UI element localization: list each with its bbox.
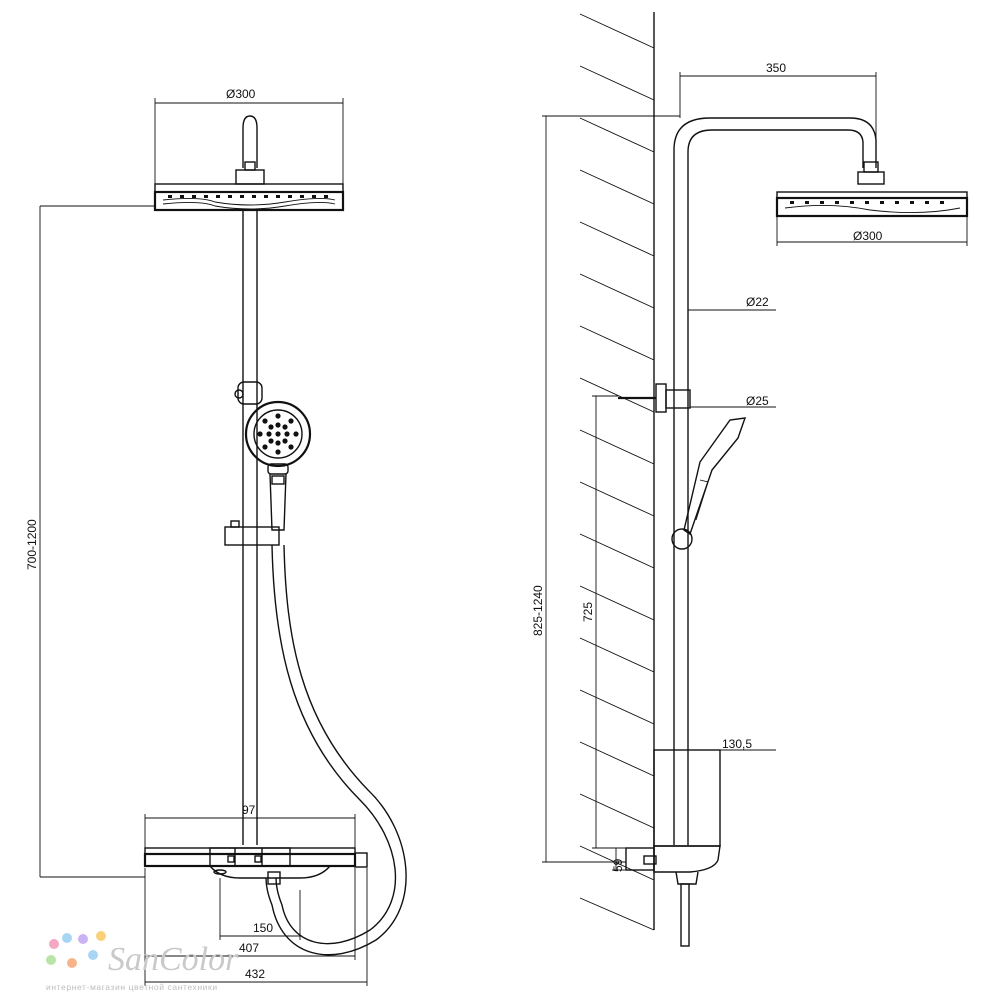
front-height-range-label: 700-1200 [25, 519, 39, 570]
side-thermostat-shelf [625, 749, 721, 947]
front-hand-shower [244, 400, 312, 531]
front-view: Ø300 [25, 87, 407, 986]
side-offset-label: 59 [611, 858, 625, 872]
side-view: 350 Ø300 Ø22 Ø25 825-1240 725 130,5 59 [531, 12, 969, 947]
side-depth-label: 130,5 [722, 737, 752, 751]
watermark: SanColor интернет-магазин цветной сантех… [46, 931, 239, 992]
front-width-97-label: 97 [242, 803, 256, 817]
side-head-diameter-label: Ø300 [853, 229, 883, 243]
watermark-brand: SanColor [108, 941, 239, 978]
front-width-407-label: 407 [239, 941, 259, 955]
side-pipe-lower-label: Ø25 [746, 394, 769, 408]
front-width-432-label: 432 [245, 967, 265, 981]
front-rain-shower-head [153, 183, 345, 212]
side-rain-shower-head [775, 191, 969, 218]
front-head-diameter-label: Ø300 [226, 87, 256, 101]
side-reach-label: 350 [766, 61, 786, 75]
watermark-dots-icon [46, 931, 106, 968]
side-height-725-label: 725 [581, 602, 595, 622]
side-pipe-upper-label: Ø22 [746, 295, 769, 309]
side-hand-shower [671, 417, 747, 550]
watermark-tagline: интернет-магазин цветной сантехники [46, 982, 218, 992]
front-thermostat-shelf [143, 847, 368, 885]
wall-hatching [579, 13, 655, 931]
front-width-150-label: 150 [253, 921, 273, 935]
side-height-range-label: 825-1240 [531, 585, 545, 636]
